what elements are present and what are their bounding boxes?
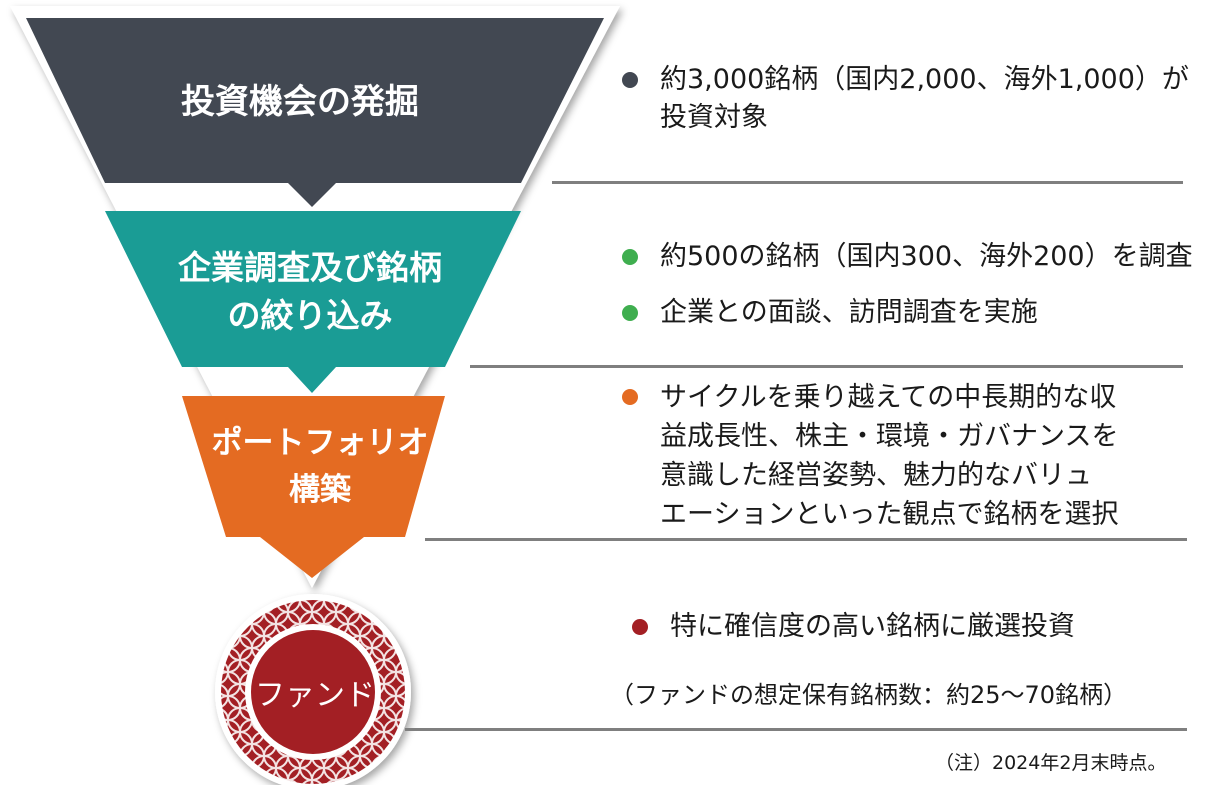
bullet-dot-icon [632, 619, 648, 635]
stage-3-label: ポートフォリオ 構築 [211, 425, 429, 508]
stage-3-bullet-text: サイクルを乗り越えての中長期的な収 益成長性、株主・環境・ガバナンスを 意識した… [660, 382, 1119, 530]
stage-1-bullet-text: 約3,000銘柄（国内2,000、海外1,000）が 投資対象 [660, 64, 1189, 133]
fund-label: ファンド [255, 678, 375, 713]
stage-2-bullet-1: 約500の銘柄（国内300、海外200）を調査 [622, 238, 1221, 276]
bullet-dot-icon [622, 305, 638, 321]
divider-2 [470, 365, 1183, 368]
stage-1-label: 投資機会の発掘 [181, 82, 419, 122]
bullet-dot-icon [622, 249, 638, 265]
divider-1 [552, 181, 1183, 184]
bullet-dot-icon [622, 72, 638, 88]
footnote: （注）2024年2月末時点。 [935, 752, 1167, 774]
stage-2-bullet-2: 企業との面談、訪問調査を実施 [622, 294, 1221, 332]
stage-2-label: 企業調査及び銘柄 の絞り込み [178, 248, 442, 335]
fund-bullet-text: 特に確信度の高い銘柄に厳選投資 [670, 611, 1075, 642]
stage-1-shape [26, 18, 604, 207]
stage-2-shape [105, 211, 521, 393]
bullet-dot-icon [622, 389, 638, 405]
divider-4 [405, 728, 1187, 731]
stage-3-shape [182, 396, 445, 578]
fund-badge-inner [251, 630, 375, 754]
fund-note: （ファンドの想定保有銘柄数：約25～70銘柄） [610, 681, 1128, 709]
stage-3-bullet: サイクルを乗り越えての中長期的な収 益成長性、株主・環境・ガバナンスを 意識した… [622, 378, 1221, 534]
divider-3 [425, 538, 1187, 541]
stage-2-bullet-2-text: 企業との面談、訪問調査を実施 [660, 297, 1038, 328]
fund-bullet: 特に確信度の高い銘柄に厳選投資 [632, 608, 1221, 646]
stage-1-bullet: 約3,000銘柄（国内2,000、海外1,000）が 投資対象 [622, 61, 1221, 137]
stage-2-bullet-1-text: 約500の銘柄（国内300、海外200）を調査 [660, 241, 1193, 272]
